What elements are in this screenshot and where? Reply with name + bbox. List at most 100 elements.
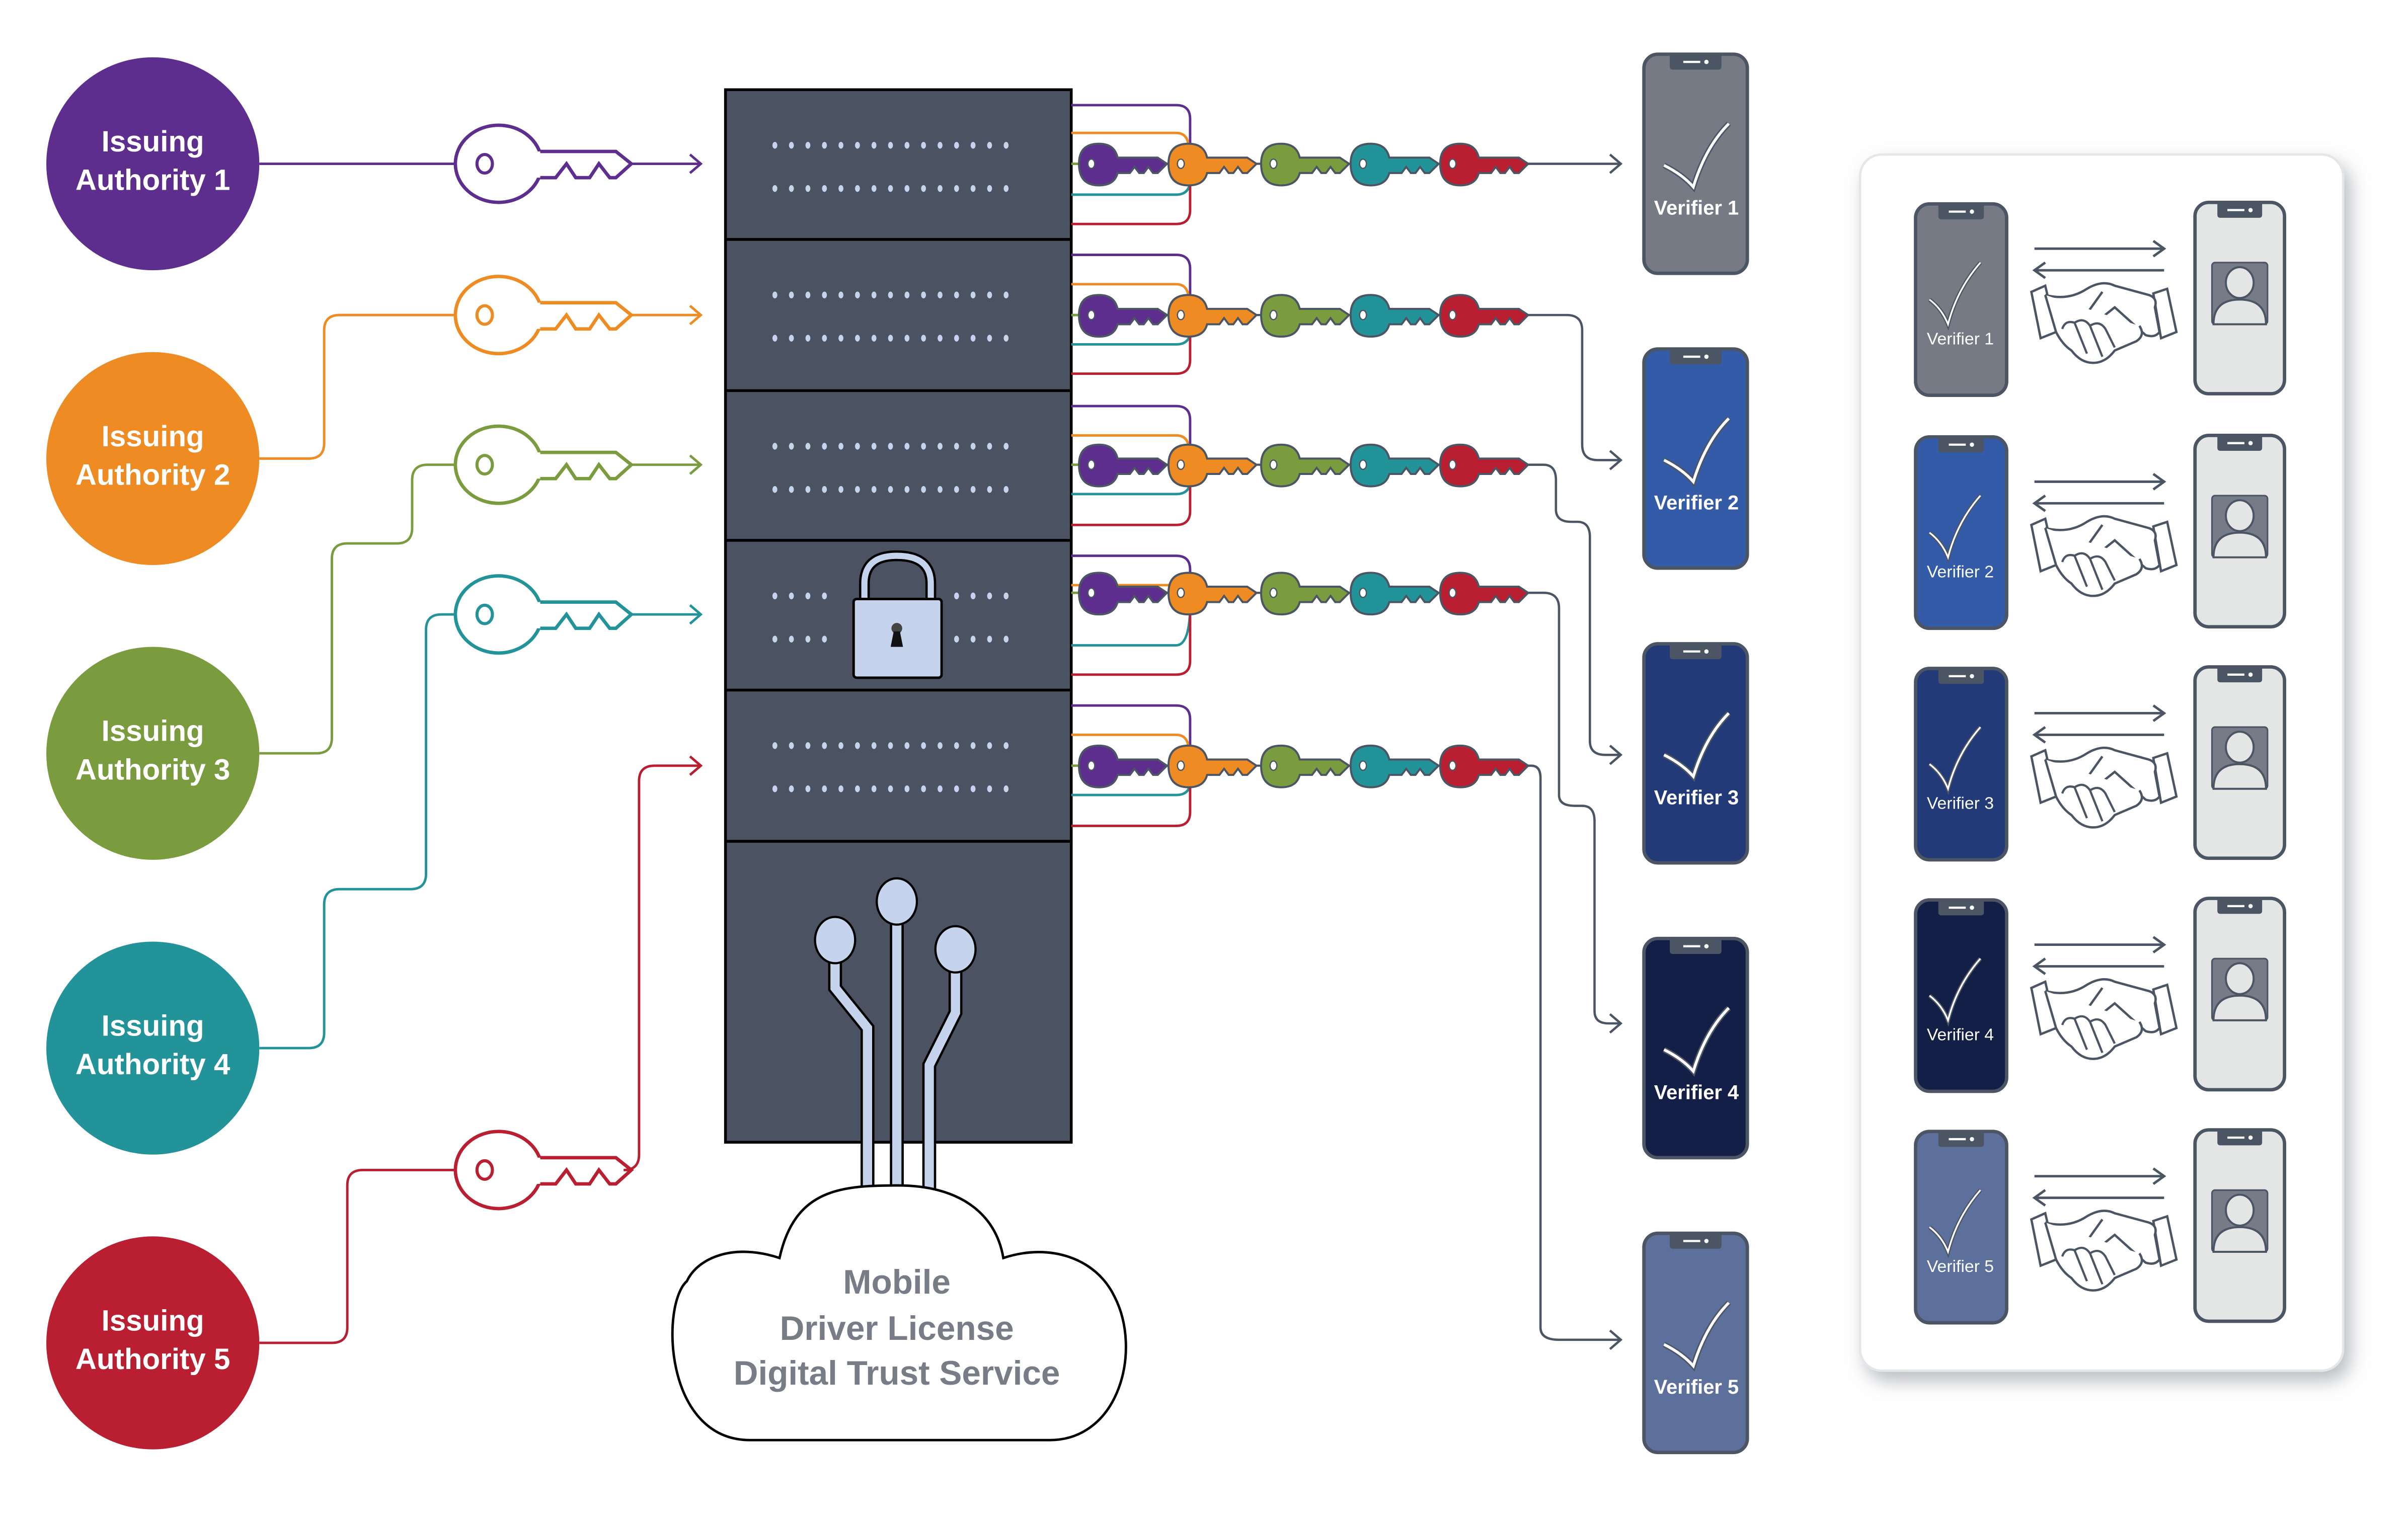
key-filled-icon <box>1167 744 1258 788</box>
indicator-light <box>855 486 860 493</box>
phone-body <box>1642 642 1749 865</box>
panel-verifier-phone: Verifier 3 <box>1914 667 2008 862</box>
person-body-icon <box>2212 763 2267 790</box>
panel-verifier-label: Verifier 4 <box>1927 1025 1994 1045</box>
phone-body <box>1642 1231 1749 1455</box>
key-hole <box>1177 309 1185 321</box>
chain-link-orange <box>1071 733 1190 748</box>
key-shape <box>1167 572 1258 616</box>
key-filled-icon <box>1260 572 1351 616</box>
authority-circle <box>46 57 260 271</box>
indicator-light <box>888 335 893 342</box>
person-head-icon <box>2225 266 2255 299</box>
indicator-light <box>871 141 877 149</box>
key-hole <box>475 603 494 625</box>
key-filled-icon <box>1349 294 1440 338</box>
chain-link-red <box>1071 611 1192 676</box>
key-hole <box>1177 158 1185 169</box>
key-hole <box>475 153 494 175</box>
phone-camera <box>1704 944 1709 948</box>
indicator-light <box>855 141 860 149</box>
indicator-light <box>772 185 778 192</box>
key-shape <box>1349 572 1440 616</box>
connector-authority-3 <box>259 463 457 755</box>
connector-authority-2 <box>259 313 457 460</box>
indicator-light <box>904 742 910 749</box>
key-hole <box>1087 760 1096 771</box>
indicator-light <box>921 335 926 342</box>
phone-body <box>1914 667 2008 862</box>
panel-verifier-label: Verifier 1 <box>1927 329 1994 348</box>
cloud-title-line1: Mobile <box>843 1263 951 1301</box>
chain-link-red <box>1071 182 1192 225</box>
panel-row-1: Verifier 1 <box>1914 200 2286 397</box>
indicator-light <box>954 291 959 298</box>
server-unit-5 <box>772 742 1009 792</box>
verifier-label: Verifier 2 <box>1654 492 1739 514</box>
key-shape <box>1260 744 1351 788</box>
indicator-light <box>954 592 959 600</box>
panel-row-2: Verifier 2 <box>1914 433 2286 630</box>
indicator-light <box>1003 335 1009 342</box>
indicator-light <box>805 291 811 298</box>
key-bow <box>453 275 543 356</box>
verification-panel: Verifier 1 Verifier 2 Verifier 3 Verifier 4… <box>1858 153 2345 1372</box>
phone-body <box>1914 435 2008 630</box>
indicator-light <box>805 335 811 342</box>
indicator-light <box>871 185 877 192</box>
authority-circle <box>46 352 260 566</box>
indicator-light <box>871 486 877 493</box>
indicator-light <box>805 486 811 493</box>
key-hole <box>1359 760 1367 771</box>
key-hole <box>1087 158 1096 169</box>
panel-row-4: Verifier 4 <box>1914 897 2286 1093</box>
connector-verifier-3 <box>1528 463 1623 765</box>
key-outline-icon <box>453 424 703 505</box>
indicator-light <box>970 592 976 600</box>
handshake-icon <box>2030 746 2178 829</box>
authority-circle <box>46 941 260 1155</box>
indicator-light <box>904 185 910 192</box>
indicator-light <box>805 742 811 749</box>
verifier-label: Verifier 1 <box>1654 197 1739 219</box>
key-filled-icon <box>1439 443 1530 488</box>
connector-verifier-1 <box>1528 153 1623 174</box>
key-shape <box>1078 294 1169 338</box>
indicator-light <box>838 742 843 749</box>
fingers <box>2061 783 2116 822</box>
arrow-left-icon <box>2032 726 2164 744</box>
panel-verifier-phone: Verifier 5 <box>1914 1130 2008 1325</box>
panel-verifier-label: Verifier 5 <box>1927 1257 1994 1276</box>
server-unit-4 <box>772 592 1009 643</box>
indicator-light <box>1003 141 1009 149</box>
chain-link-teal <box>1071 611 1192 647</box>
padlock-icon <box>852 550 943 679</box>
checkmark-icon <box>1929 495 1981 561</box>
server-unit-2 <box>772 291 1009 342</box>
indicator-light <box>789 185 794 192</box>
indicator-light <box>970 141 976 149</box>
fingers <box>2061 1015 2116 1054</box>
indicator-light <box>838 291 843 298</box>
key-hole <box>1448 459 1457 470</box>
key-filled-icon <box>1349 572 1440 616</box>
indicator-light <box>822 635 827 643</box>
indicator-light <box>970 785 976 792</box>
chain-link-red <box>1071 483 1192 526</box>
indicator-light <box>772 291 778 298</box>
indicator-light <box>888 291 893 298</box>
key-filled-icon <box>1349 443 1440 488</box>
indicator-light <box>938 141 943 149</box>
indicator-light <box>987 185 992 192</box>
arrow-left-icon <box>2032 1189 2164 1207</box>
cloud-service: Mobile Driver License Digital Trust Serv… <box>671 1184 1127 1442</box>
handshake-icon <box>2030 978 2178 1060</box>
chain-link-purple <box>1071 554 1192 578</box>
person-body-icon <box>2212 994 2267 1021</box>
indicator-light <box>987 335 992 342</box>
phone-camera <box>2248 904 2253 909</box>
arrow-to-server <box>631 454 703 475</box>
key-filled-icon <box>1439 142 1530 187</box>
key-chains <box>1071 104 1530 827</box>
